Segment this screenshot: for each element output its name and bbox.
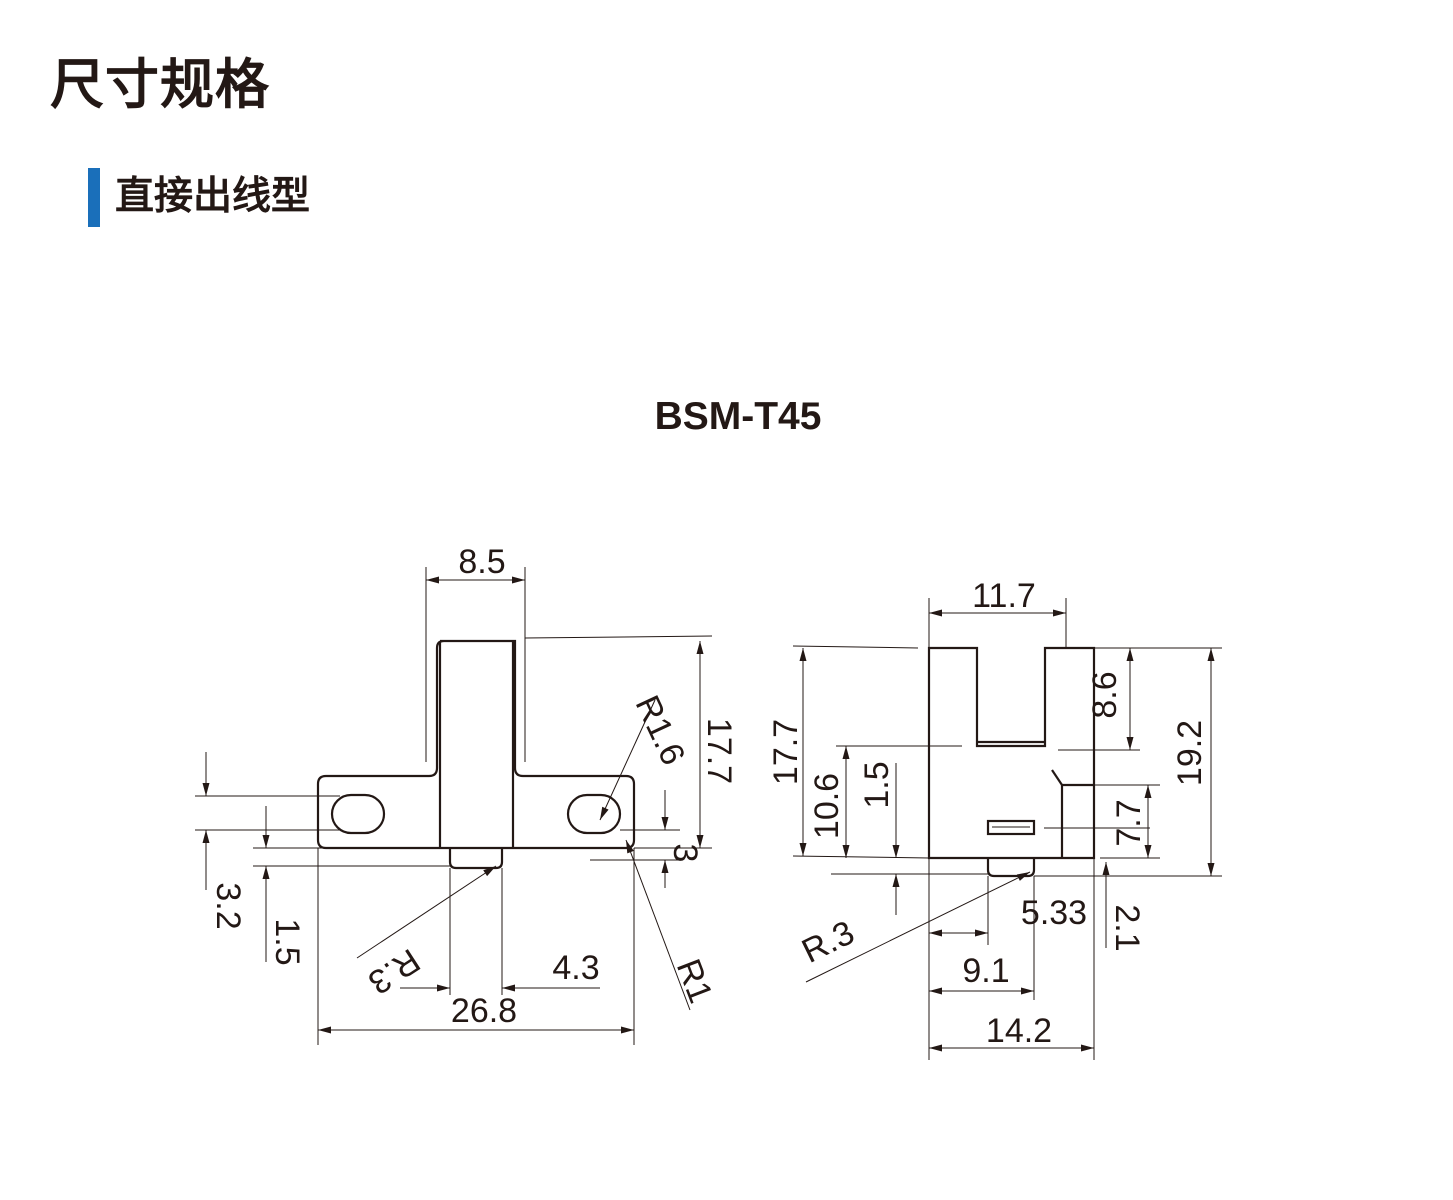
dim-label-side-window-height: 7.7 xyxy=(1110,799,1148,846)
section-title: 直接出线型 xyxy=(115,174,311,219)
dim-label-side-total-height: 19.2 xyxy=(1171,720,1209,786)
dim-label-side-bottom-offset: 2.1 xyxy=(1108,904,1146,951)
dim-label-side-step-height: 1.5 xyxy=(858,761,896,808)
side-pin xyxy=(986,858,1036,878)
dim-label-side-body-height: 17.7 xyxy=(767,719,805,785)
model-title: BSM-T45 xyxy=(654,395,822,438)
dim-label-side-total-width: 14.2 xyxy=(986,1012,1052,1050)
dim-label-side-pin-offset-b: 9.1 xyxy=(962,952,1009,990)
side-body-outline xyxy=(927,646,1096,860)
dim-label-side-top-width: 11.7 xyxy=(972,577,1036,615)
front-view xyxy=(195,567,713,1045)
dim-label-side-slot-depth: 8.6 xyxy=(1086,671,1124,718)
dim-label-flange-thickness: 3 xyxy=(666,844,704,863)
mount-hole-right xyxy=(566,793,622,835)
front-pin xyxy=(448,848,504,870)
dim-label-hole-radius: R1.6 xyxy=(628,690,693,771)
side-view xyxy=(792,598,1222,1060)
dim-label-side-pin-radius: R.3 xyxy=(796,913,860,970)
dim-label-side-mount-height: 10.6 xyxy=(808,773,846,839)
sensor-window xyxy=(986,819,1036,836)
mount-hole-left xyxy=(330,793,386,835)
dim-label-pin-radius: R.3 xyxy=(361,941,426,1002)
front-body-outline xyxy=(316,639,636,850)
dim-label-top-width: 8.5 xyxy=(458,543,505,581)
dim-label-corner-radius: R1 xyxy=(669,954,720,1008)
dim-label-side-pin-offset-a: 5.33 xyxy=(1021,894,1087,932)
page-title: 尺寸规格 xyxy=(50,53,270,116)
dim-label-total-width: 26.8 xyxy=(451,992,517,1030)
dim-label-pin-offset: 1.5 xyxy=(268,918,306,965)
section-accent-bar xyxy=(88,168,100,227)
dim-label-flange-edge: 3.2 xyxy=(209,882,247,929)
dim-label-height: 17.7 xyxy=(700,718,738,784)
dim-label-pin-span: 4.3 xyxy=(552,949,599,987)
